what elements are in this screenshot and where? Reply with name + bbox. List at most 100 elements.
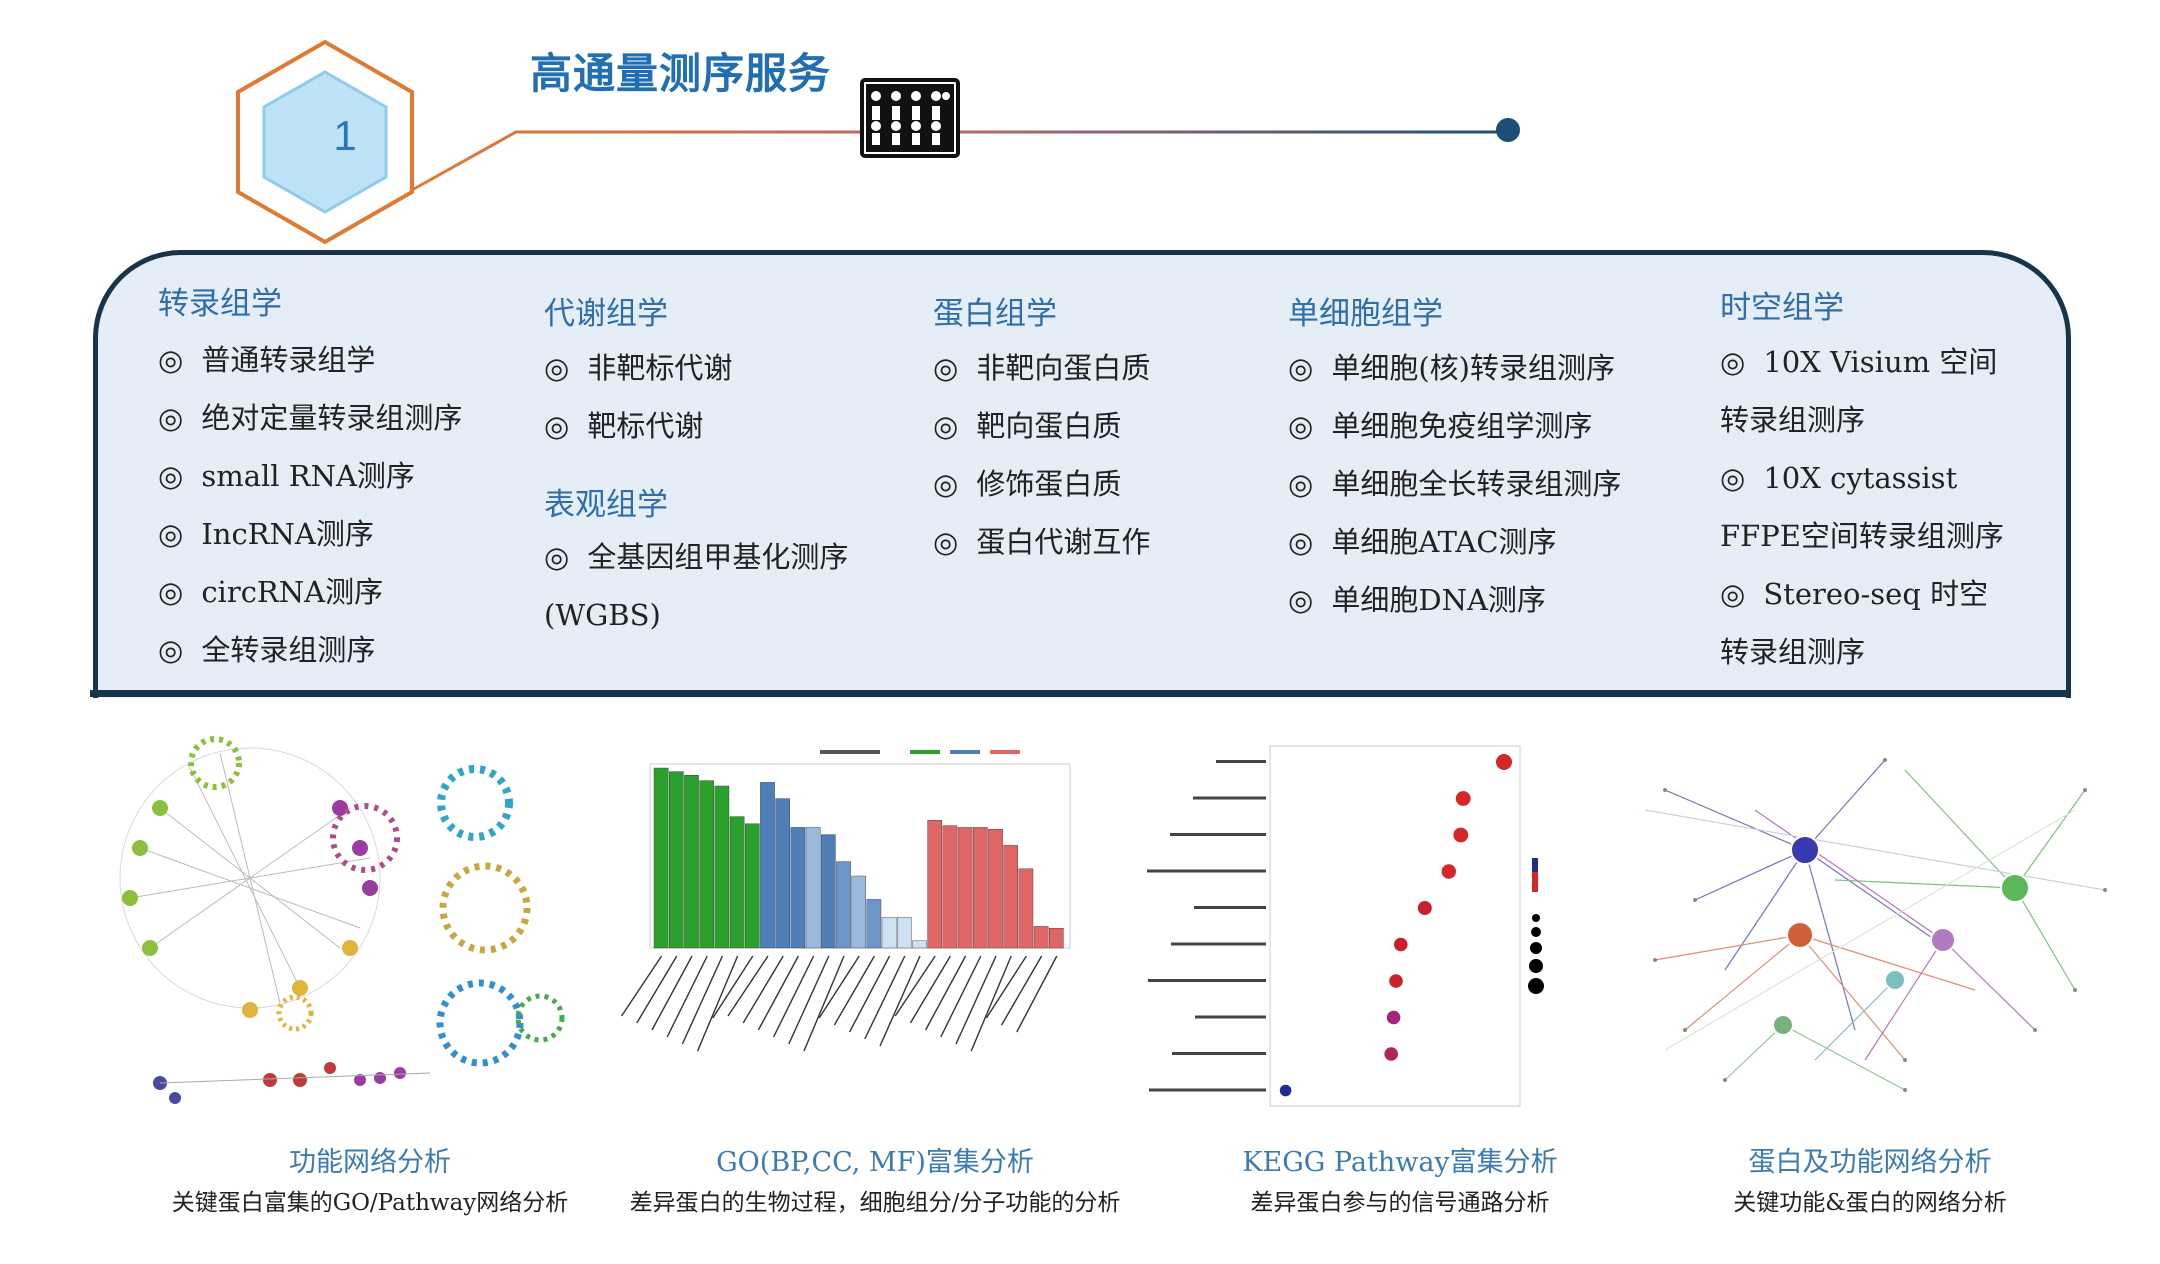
- go-term-label: [681, 955, 724, 1045]
- kegg-point: [1496, 754, 1512, 770]
- go-bar: [897, 917, 912, 949]
- service-item: ◎IncRNA测序: [158, 517, 374, 551]
- service-item-tail: (WGBS): [544, 598, 661, 632]
- go-term-label: [909, 955, 952, 1024]
- go-term-label: [636, 955, 678, 1024]
- bullet-icon: ◎: [1288, 525, 1314, 559]
- category-proteomics: 蛋白组学 ◎非靶向蛋白质 ◎靶向蛋白质 ◎修饰蛋白质 ◎蛋白代谢互作: [933, 288, 1150, 571]
- go-bar: [684, 775, 699, 949]
- category-title: 时空组学: [1720, 290, 1844, 326]
- go-term-label: [651, 955, 693, 1031]
- bullet-icon: ◎: [1288, 351, 1314, 385]
- kegg-point: [1386, 1010, 1401, 1025]
- service-item: ◎靶向蛋白质: [933, 409, 1122, 443]
- go-bar: [1018, 868, 1034, 949]
- caption-title: 蛋白及功能网络分析: [1748, 1147, 1992, 1178]
- go-bar: [988, 828, 1003, 949]
- kegg-term-label: [1216, 760, 1266, 763]
- go-bar: [790, 827, 806, 949]
- figure-caption-4: 蛋白及功能网络分析 关键功能&蛋白的网络分析: [1650, 1140, 2090, 1217]
- go-term-label: [712, 955, 754, 1019]
- go-bar: [760, 782, 775, 949]
- service-item: ◎circRNA测序: [158, 575, 384, 609]
- kegg-point: [1384, 1047, 1398, 1061]
- go-term-label: [621, 955, 663, 1017]
- kegg-point: [1279, 1084, 1292, 1097]
- service-item: ◎非靶标代谢: [544, 351, 733, 385]
- go-bar: [912, 940, 927, 949]
- go-bar: [1003, 845, 1019, 949]
- protein-network-image: [1605, 730, 2125, 1130]
- bullet-icon: ◎: [544, 409, 570, 443]
- caption-subtitle: 差异蛋白参与的信号通路分析: [1250, 1190, 1550, 1216]
- kegg-point: [1441, 864, 1456, 879]
- kegg-point: [1417, 901, 1432, 915]
- kegg-term-label: [1148, 979, 1266, 982]
- go-term-label: [696, 955, 739, 1052]
- service-item: ◎绝对定量转录组测序: [158, 401, 463, 435]
- bullet-icon: ◎: [158, 633, 184, 667]
- caption-subtitle: 关键蛋白富集的GO/Pathway网络分析: [171, 1190, 569, 1216]
- category-transcriptomics: 转录组学 ◎普通转录组学 ◎绝对定量转录组测序 ◎small RNA测序 ◎In…: [158, 278, 462, 679]
- sequencing-chip-icon: [860, 78, 960, 158]
- figure-caption-3: KEGG Pathway富集分析 差异蛋白参与的信号通路分析: [1180, 1140, 1620, 1217]
- header-graphic: [236, 39, 1520, 245]
- kegg-point: [1394, 937, 1408, 952]
- go-term-label: [772, 955, 815, 1038]
- go-term-label: [894, 955, 936, 1017]
- go-bar: [744, 823, 760, 949]
- go-enrichment-chart: [620, 740, 1140, 1170]
- hexagon-outer: [236, 39, 414, 245]
- service-item: ◎全基因组甲基化测序: [544, 540, 849, 574]
- go-bar: [866, 899, 882, 949]
- go-bar: [714, 785, 730, 949]
- bullet-icon: ◎: [933, 525, 959, 559]
- go-bar: [775, 798, 791, 949]
- panel-bottom-border: [90, 690, 2068, 697]
- category-metabolomics: 代谢组学 ◎非靶标代谢 ◎靶标代谢 表观组学 ◎全基因组甲基化测序 (WGBS): [544, 288, 848, 644]
- go-term-label: [803, 955, 845, 1052]
- go-term-label: [879, 955, 921, 1047]
- bullet-icon: ◎: [1720, 345, 1746, 379]
- go-term-label: [742, 955, 784, 1024]
- caption-title: KEGG Pathway富集分析: [1242, 1147, 1558, 1178]
- figure-caption-2: GO(BP,CC, MF)富集分析 差异蛋白的生物过程，细胞组分/分子功能的分析: [610, 1140, 1140, 1217]
- go-term-label: [1016, 955, 1058, 1033]
- service-item: ◎蛋白代谢互作: [933, 525, 1151, 559]
- bullet-icon: ◎: [933, 467, 959, 501]
- caption-title: 功能网络分析: [289, 1147, 451, 1178]
- page-title: 高通量测序服务: [530, 49, 832, 98]
- service-item: ◎全转录组测序: [158, 633, 376, 667]
- kegg-term-label: [1194, 906, 1266, 909]
- caption-subtitle: 关键功能&蛋白的网络分析: [1733, 1190, 2007, 1216]
- go-bar: [699, 780, 714, 949]
- service-item: ◎单细胞ATAC测序: [1288, 525, 1557, 559]
- go-term-label: [970, 955, 1012, 1052]
- category-title-epigenomics: 表观组学: [544, 487, 668, 523]
- service-item: ◎修饰蛋白质: [933, 467, 1122, 501]
- go-bar: [973, 827, 988, 949]
- bullet-icon: ◎: [158, 343, 184, 377]
- functional-network-image: [100, 728, 596, 1122]
- kegg-term-label: [1172, 1052, 1266, 1055]
- figure-caption-1: 功能网络分析 关键蛋白富集的GO/Pathway网络分析: [150, 1140, 590, 1217]
- go-term-label: [864, 955, 906, 1040]
- go-bar: [942, 825, 958, 949]
- service-item: ◎单细胞(核)转录组测序: [1288, 351, 1615, 385]
- go-bar: [1033, 926, 1049, 949]
- bullet-icon: ◎: [1720, 577, 1746, 611]
- kegg-point: [1389, 974, 1403, 988]
- go-bar: [820, 834, 836, 949]
- bullet-icon: ◎: [933, 409, 959, 443]
- go-bar: [805, 827, 821, 949]
- go-term-label: [666, 955, 708, 1038]
- timeline-end-dot: [1496, 118, 1520, 142]
- kegg-term-label: [1195, 1015, 1266, 1019]
- kegg-term-label: [1147, 869, 1266, 873]
- go-term-label: [1000, 955, 1043, 1026]
- go-term-label: [848, 955, 891, 1033]
- bullet-icon: ◎: [933, 351, 959, 385]
- category-title: 蛋白组学: [933, 296, 1057, 332]
- bullet-icon: ◎: [158, 517, 184, 551]
- service-item: ◎10X cytassist: [1720, 461, 1958, 495]
